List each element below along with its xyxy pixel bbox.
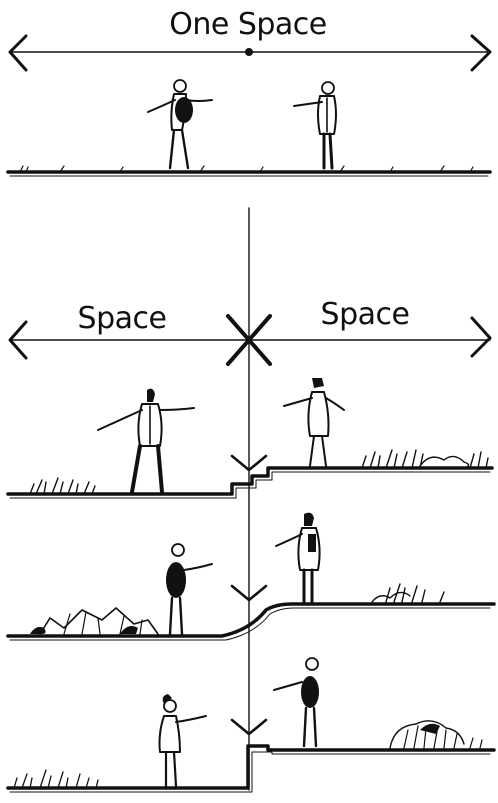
person-left	[148, 80, 212, 168]
shrub-right-b	[372, 584, 444, 602]
arrow-left-head	[10, 36, 26, 70]
arrow-right-head	[472, 36, 490, 70]
shrub-left-b	[30, 608, 158, 634]
shrub-left-a	[30, 478, 95, 494]
ground-ledge	[8, 746, 494, 788]
arrow-right-head-2	[472, 318, 490, 356]
hatched-body-2	[301, 676, 319, 708]
panel-two-spaces: Space Space	[10, 297, 490, 364]
person-ledge-right	[274, 658, 319, 746]
label-one-space: One Space	[169, 7, 327, 42]
section-slope	[8, 513, 494, 640]
section-steps	[8, 378, 492, 498]
shrub-right-c	[390, 721, 482, 748]
shrub-right-a	[362, 450, 488, 468]
person-steps-left	[98, 389, 194, 492]
person-slope-left	[166, 544, 212, 634]
person-steps-right	[284, 378, 344, 466]
ground-slope	[8, 604, 494, 636]
section-ledge	[8, 658, 494, 792]
center-dot	[245, 48, 253, 56]
label-space-right: Space	[321, 297, 410, 332]
person-ledge-left	[160, 694, 207, 786]
ground-ledge-thin	[10, 752, 490, 792]
panel-one-space: One Space	[8, 7, 490, 176]
person-right	[294, 82, 336, 168]
hatched-body	[166, 562, 186, 598]
grass-left-c	[14, 770, 98, 788]
person-slope-right	[276, 513, 320, 602]
label-space-left: Space	[78, 301, 167, 336]
